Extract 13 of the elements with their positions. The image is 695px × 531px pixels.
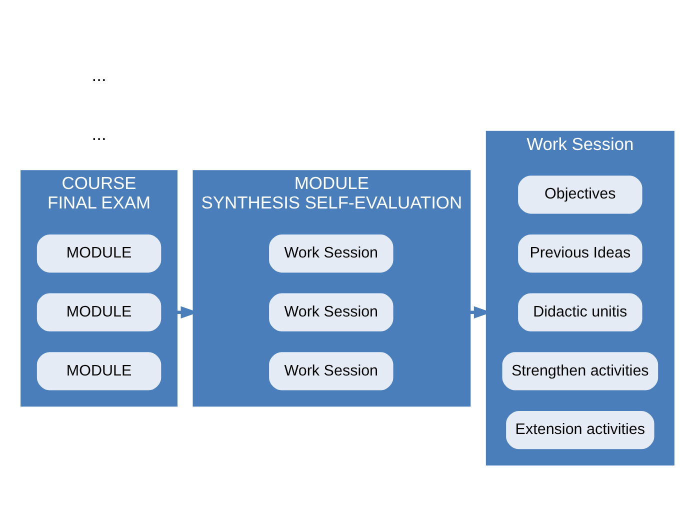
node-box: Strengthen activities	[501, 351, 660, 392]
node-box: Work Session	[268, 233, 394, 274]
node-box: Objectives	[516, 174, 644, 215]
node-box: MODULE	[36, 351, 162, 392]
node-box: MODULE	[36, 292, 162, 333]
label: ...	[92, 124, 106, 144]
node-box: Work Session	[268, 351, 394, 392]
node-box: MODULE	[36, 233, 162, 274]
node-box: Previous Ideas	[516, 233, 644, 274]
node-box: Extension activities	[504, 410, 656, 450]
node-box: Work Session	[268, 292, 394, 333]
label: ...	[92, 65, 106, 86]
node-box: Didactic unitis	[516, 292, 644, 333]
